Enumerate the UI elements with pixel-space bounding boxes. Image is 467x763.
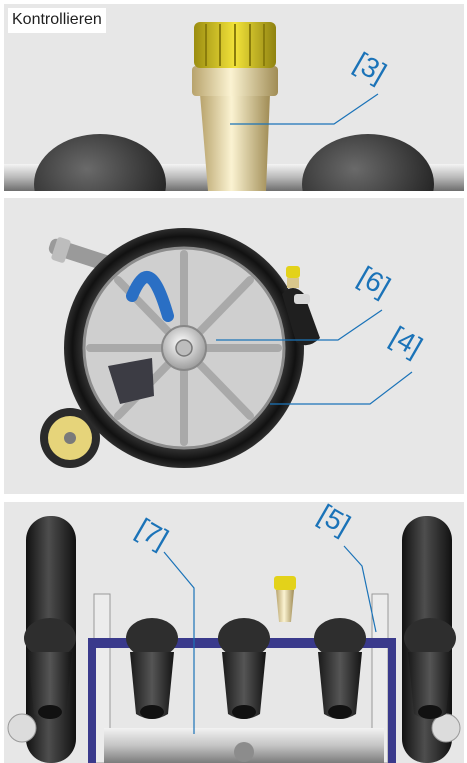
brass-body <box>200 94 270 191</box>
panel-frame-check: [7] [5] <box>4 502 464 763</box>
panel-wheel-check: [6] [4] <box>4 198 464 494</box>
callout-6: [6] <box>353 260 395 302</box>
callout-line-5 <box>343 545 377 633</box>
valve-assembly <box>282 266 320 346</box>
callout-line-6 <box>216 309 383 341</box>
small-valve-cap <box>274 576 296 590</box>
callout-line-7 <box>163 551 195 734</box>
left-knob <box>34 134 166 191</box>
callout-line-4 <box>270 371 413 405</box>
panel-valve-check: [3] Kontrollieren <box>4 4 464 191</box>
brass-collar <box>192 66 278 96</box>
callout-3: [3] <box>349 46 391 88</box>
callout-line-3 <box>230 93 379 125</box>
knob-row <box>24 618 456 719</box>
caster-wheel <box>40 408 100 468</box>
callout-4: [4] <box>385 320 427 362</box>
wheel-illustration: [6] [4] <box>40 228 428 468</box>
callout-5: [5] <box>313 502 355 541</box>
callout-7: [7] <box>131 512 173 554</box>
valve-illustration: [3] <box>4 22 464 191</box>
page-label: Kontrollieren <box>8 8 106 33</box>
frame-illustration: [7] [5] <box>7 502 461 763</box>
right-knob <box>302 134 434 191</box>
bracket <box>108 358 154 404</box>
blue-hose <box>126 271 174 322</box>
